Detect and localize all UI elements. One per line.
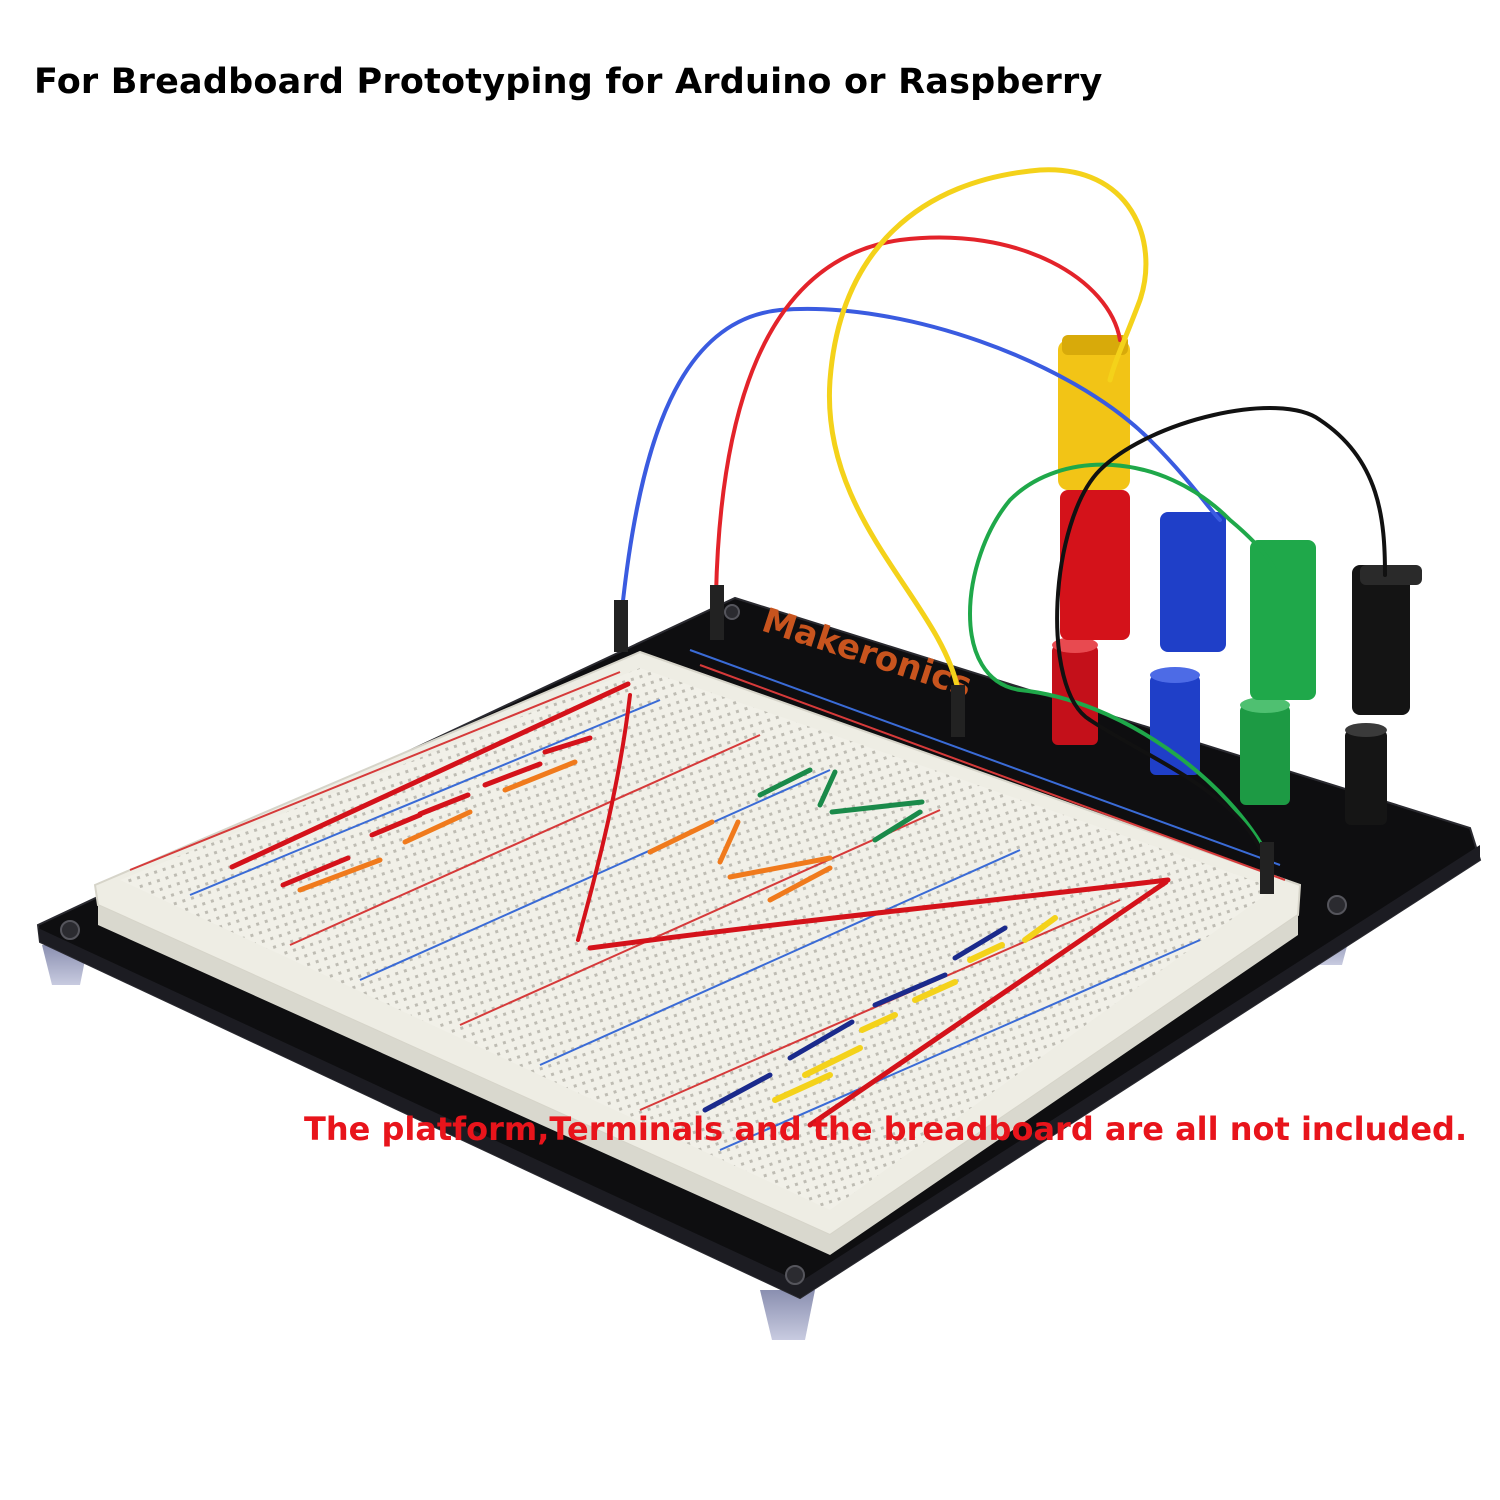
headline: For Breadboard Prototyping for Arduino o… [34, 62, 1103, 102]
dupont-headers [614, 585, 1274, 894]
banana-plugs [1058, 335, 1422, 715]
power-rails [129, 649, 1286, 1151]
jumper-wires [229, 681, 1171, 1128]
lead-wires [620, 167, 1387, 882]
platform-screws [60, 604, 1347, 1285]
disclaimer-text: The platform,Terminals and the breadboar… [304, 1110, 1468, 1148]
